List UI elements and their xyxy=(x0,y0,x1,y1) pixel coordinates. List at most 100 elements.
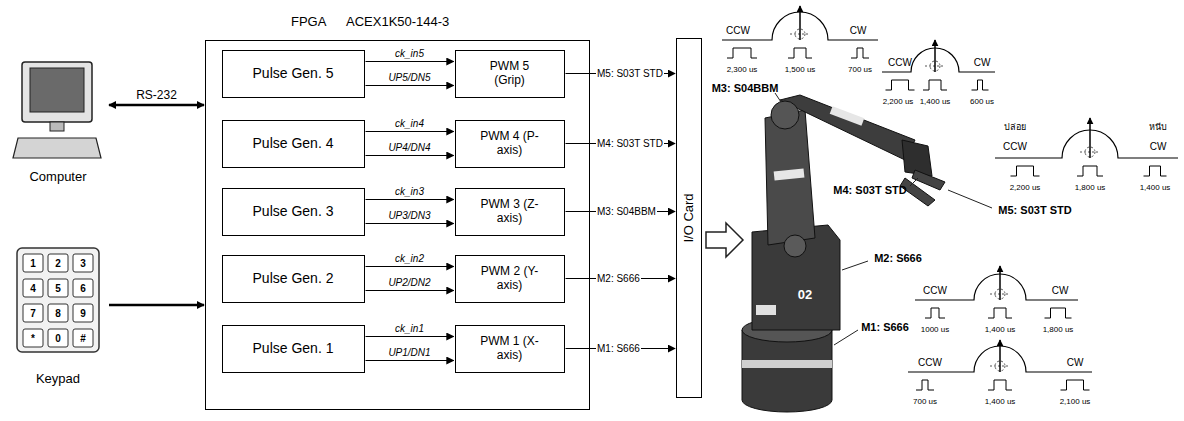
signal-name: UP2/DN2 xyxy=(387,277,431,288)
pwm-block: PWM 5 (Grip) xyxy=(455,50,565,98)
gauge-pointer xyxy=(799,6,801,40)
board-title: FPGA xyxy=(291,15,326,30)
pulse-shape xyxy=(1144,166,1167,176)
signal-arrow xyxy=(366,266,454,267)
leader-line xyxy=(948,190,992,208)
pulse-label: CW xyxy=(850,25,867,36)
key xyxy=(48,304,68,322)
node-label: Pulse Gen. 2 xyxy=(253,270,334,286)
signal-arrow xyxy=(366,85,454,86)
key-symbol: 2 xyxy=(55,258,61,269)
servo-gauge xyxy=(908,340,1092,390)
base-stripe xyxy=(742,360,832,368)
node-label: Pulse Gen. 4 xyxy=(253,135,334,151)
key xyxy=(23,279,43,297)
key xyxy=(48,329,68,347)
robot-waist xyxy=(752,225,840,330)
node-label: Keypad xyxy=(36,372,80,387)
pulse-label: CW xyxy=(1052,285,1069,296)
waist-plate xyxy=(756,305,776,315)
key-symbol: 0 xyxy=(55,333,61,344)
key xyxy=(73,279,93,297)
motor-label: M1: S666 xyxy=(861,321,909,333)
pulse-shape xyxy=(923,80,947,90)
pulse-shape xyxy=(988,380,1012,390)
servo-gauge xyxy=(915,266,1078,318)
gauge-pointer xyxy=(999,266,1001,300)
key xyxy=(48,254,68,272)
pulse-label: CCW xyxy=(1003,141,1027,152)
gauge-pointer xyxy=(934,40,936,72)
pulse-label: 600 us xyxy=(970,98,994,107)
gauge-pointer xyxy=(999,340,1001,372)
key-symbol: 8 xyxy=(55,308,61,319)
motor-output-label: M2: S666 xyxy=(596,273,641,284)
signal-arrow xyxy=(366,360,454,361)
signal-arrow xyxy=(109,104,204,107)
gauge-pointer xyxy=(1089,118,1091,158)
pulse-shape xyxy=(1077,166,1103,176)
computer-icon xyxy=(13,62,101,158)
gauge-arc xyxy=(915,274,1078,300)
signal-name: RS-232 xyxy=(135,89,178,102)
pulse-label: 1,500 us xyxy=(785,66,816,75)
key-symbol: 9 xyxy=(80,308,86,319)
motor-label: M2: S666 xyxy=(874,252,922,264)
motor-output-label: M1: S666 xyxy=(596,343,641,354)
keyboard xyxy=(13,138,101,158)
motor-label: 02 xyxy=(798,288,812,302)
key xyxy=(48,279,68,297)
signal-arrow xyxy=(109,304,204,307)
pulse-label: CCW xyxy=(923,285,947,296)
pulse-shape xyxy=(916,380,934,390)
pulse-gauges xyxy=(722,6,1178,390)
node-label: Computer xyxy=(29,170,86,185)
signal-name: ck_in2 xyxy=(394,253,425,264)
forearm xyxy=(780,95,915,160)
monitor xyxy=(22,62,92,122)
pulse-label: CW xyxy=(974,57,991,68)
upper-arm xyxy=(765,110,815,245)
key-symbol: 7 xyxy=(30,308,36,319)
leader-line xyxy=(834,330,858,345)
keypad-body xyxy=(17,248,99,352)
pulse-label: CCW xyxy=(918,357,942,368)
pulse-shape xyxy=(851,48,869,58)
pulse-label: 1,800 us xyxy=(1075,184,1106,193)
key-symbol: 4 xyxy=(30,283,36,294)
pulse-generator: Pulse Gen. 2 xyxy=(222,255,365,303)
computer: Computer xyxy=(8,58,108,188)
pulse-shape xyxy=(1045,308,1072,318)
pulse-label: 2,100 us xyxy=(1060,398,1091,407)
board-title: ACEX1K50-144-3 xyxy=(346,15,449,30)
pulse-label: 2,200 us xyxy=(883,98,914,107)
pwm-block: PWM 3 (Z-axis) xyxy=(455,188,565,236)
signal-name: UP3/DN3 xyxy=(387,210,431,221)
robot-arm xyxy=(742,95,945,412)
key-symbol: # xyxy=(80,333,86,344)
screen xyxy=(30,68,84,112)
key xyxy=(73,329,93,347)
forearm-stripe xyxy=(830,106,865,126)
signal-arrow xyxy=(366,223,454,224)
leader-line xyxy=(910,178,918,186)
pulse-label: CW xyxy=(1067,357,1084,368)
pulse-label: 1,800 us xyxy=(1043,326,1074,335)
pulse-label: หนีบ xyxy=(1149,123,1167,133)
leader-lines xyxy=(775,93,992,345)
pulse-label: CCW xyxy=(726,25,750,36)
node-label: Pulse Gen. 5 xyxy=(253,65,334,81)
pulse-shape xyxy=(1061,380,1090,390)
signal-arrow xyxy=(366,336,454,337)
signal-name: UP4/DN4 xyxy=(387,142,431,153)
pulse-shape xyxy=(727,48,757,58)
pulse-shape xyxy=(988,308,1012,318)
key-symbol: 5 xyxy=(55,283,61,294)
node-label: Pulse Gen. 3 xyxy=(253,203,334,219)
key-symbol: 3 xyxy=(80,258,86,269)
monitor-stand xyxy=(50,122,64,131)
key-symbol: * xyxy=(31,333,35,344)
pulse-label: 1,400 us xyxy=(1140,184,1171,193)
pulse-label: 1000 us xyxy=(921,326,949,335)
